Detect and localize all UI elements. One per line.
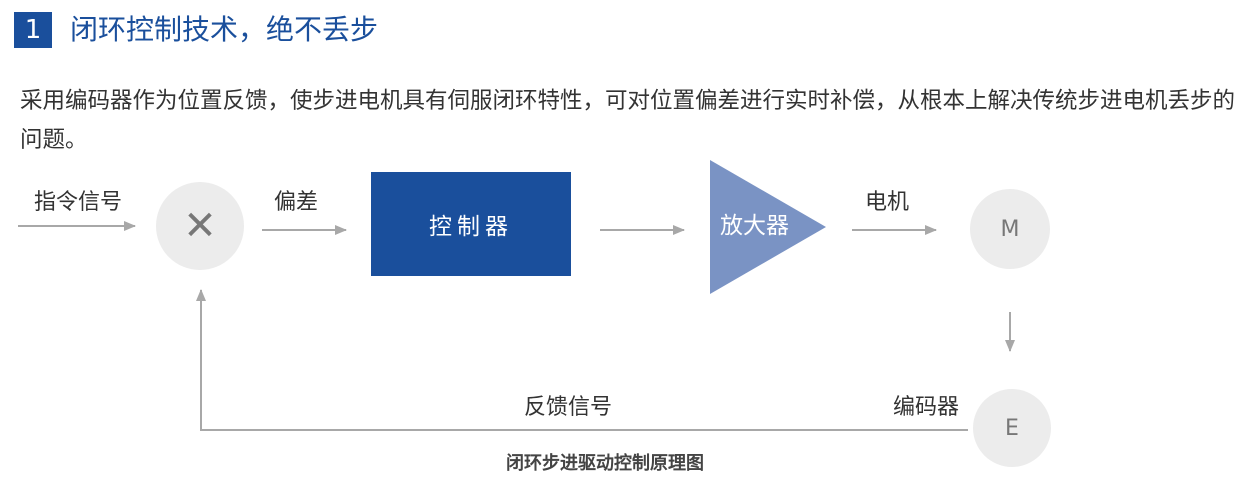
section-title: 闭环控制技术，绝不丢步 xyxy=(70,13,379,46)
feedback-signal-label: 反馈信号 xyxy=(524,395,613,420)
comparator-node: ✕ xyxy=(156,182,244,270)
feedback-path xyxy=(196,289,968,431)
encoder-label: 编码器 xyxy=(893,395,960,420)
description-paragraph: 采用编码器作为位置反馈，使步进电机具有伺服闭环特性，可对位置偏差进行实时补偿，从… xyxy=(20,88,1236,153)
section-number-badge: 1 xyxy=(14,12,52,48)
motor-node: M xyxy=(970,189,1050,269)
diagram-caption: 闭环步进驱动控制原理图 xyxy=(506,453,704,474)
error-label: 偏差 xyxy=(274,190,319,215)
controller-block: 控制器 xyxy=(371,172,571,276)
input-signal-label: 指令信号 xyxy=(34,190,123,215)
encoder-node: E xyxy=(973,389,1051,467)
amplifier-triangle xyxy=(710,160,826,294)
motor-wire-label: 电机 xyxy=(865,190,910,215)
multiply-icon: ✕ xyxy=(183,203,217,249)
amplifier-label: 放大器 xyxy=(720,213,789,239)
